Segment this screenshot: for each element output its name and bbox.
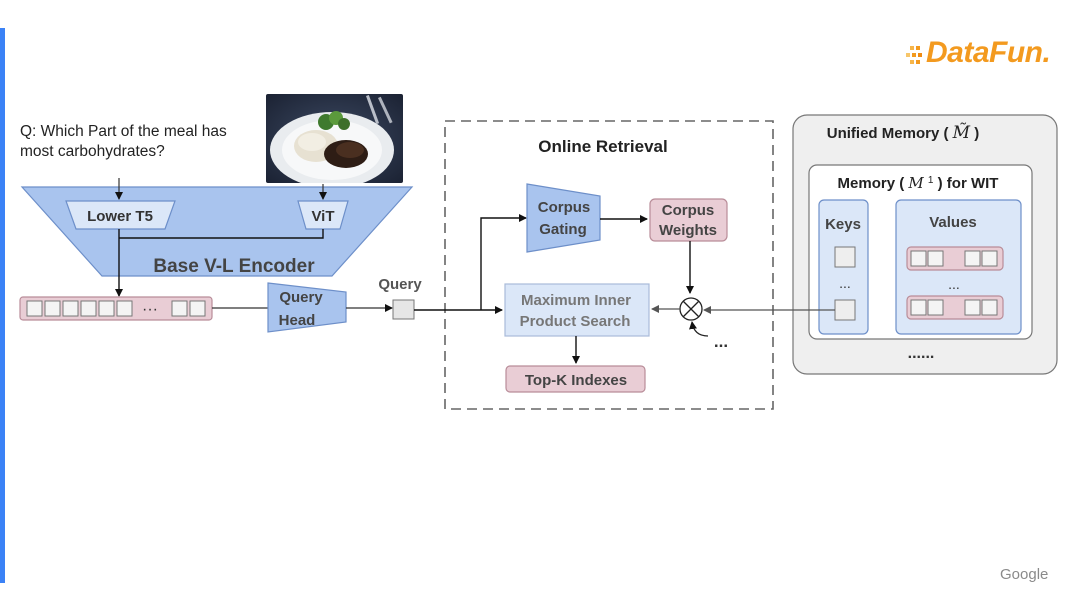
value-entry xyxy=(906,295,1004,320)
mips-block xyxy=(504,283,650,337)
query-label: Query xyxy=(378,276,422,293)
memory-wit-sup: 1 xyxy=(928,175,934,186)
corpus-weights-line-1: Corpus xyxy=(662,202,715,219)
topk-label: Top-K Indexes xyxy=(525,372,627,389)
online-retrieval-box xyxy=(444,120,774,410)
memory-wit-title: Memory ( M 1 ) for WIT xyxy=(838,174,999,192)
values-label: Values xyxy=(929,214,977,231)
unified-memory-title: Unified Memory ( M̃ ) xyxy=(827,123,979,143)
encoder-title: Base V-L Encoder xyxy=(153,256,315,277)
value-entry xyxy=(906,246,1004,271)
token-cell xyxy=(171,300,188,317)
corpus-weights-line-2: Weights xyxy=(659,222,717,239)
keys-label: Keys xyxy=(825,216,861,233)
datafun-logo: DataFun. xyxy=(926,36,1051,69)
token-cell xyxy=(116,300,133,317)
online-retrieval-title: Online Retrieval xyxy=(538,137,667,156)
query-head-line-2: Head xyxy=(279,312,316,329)
key-cell xyxy=(834,246,856,268)
lower-t5-block xyxy=(65,200,176,230)
more-memories-ellipsis: ...... xyxy=(908,345,935,362)
slide-accent-bar xyxy=(0,28,5,583)
vit-label: ViT xyxy=(311,208,334,225)
token-cell xyxy=(26,300,43,317)
question-text: Q: Which Part of the meal has most carbo… xyxy=(20,122,270,162)
token-cell xyxy=(98,300,115,317)
corpus-gating-block xyxy=(526,183,601,253)
key-cell xyxy=(834,299,856,321)
query-to-gating-arrow xyxy=(480,214,527,310)
keys-ellipsis: ... xyxy=(839,275,851,291)
token-cell xyxy=(62,300,79,317)
extra-corpora-ellipsis: ... xyxy=(714,332,728,351)
vit-to-tokens-line xyxy=(119,229,324,239)
topk-block xyxy=(505,365,646,393)
mips-line-2: Product Search xyxy=(520,313,631,330)
token-ellipsis: ··· xyxy=(142,301,158,318)
unified-memory-suffix: ) xyxy=(974,125,979,142)
query-vector xyxy=(392,299,415,320)
token-cell xyxy=(80,300,97,317)
mips-line-1: Maximum Inner xyxy=(521,292,631,309)
token-cell xyxy=(189,300,206,317)
lower-t5-label: Lower T5 xyxy=(87,208,153,225)
corpus-gating-line-2: Gating xyxy=(539,221,587,238)
multiply-icon xyxy=(679,297,703,321)
query-head-line-1: Query xyxy=(279,289,323,306)
memory-wit-suffix: ) for WIT xyxy=(938,175,999,192)
token-cell xyxy=(44,300,61,317)
values-ellipsis: ... xyxy=(948,276,960,292)
google-footer: Google xyxy=(1000,566,1049,583)
question-line-1: Q: Which Part of the meal has xyxy=(20,123,227,140)
token-cells xyxy=(26,300,206,317)
extra-corpora-arrow xyxy=(689,321,709,337)
meal-photo xyxy=(266,94,403,183)
memory-wit-symbol: M xyxy=(907,174,924,192)
corpus-weights-block xyxy=(649,198,728,242)
unified-memory-prefix: Unified Memory ( xyxy=(827,125,949,142)
vit-block xyxy=(297,200,349,230)
corpus-gating-line-1: Corpus xyxy=(538,199,591,216)
query-head-block xyxy=(267,282,347,333)
unified-memory-symbol: M̃ xyxy=(952,123,971,143)
memory-wit-prefix: Memory ( xyxy=(838,175,905,192)
question-line-2: most carbohydrates? xyxy=(20,143,165,160)
logo-dots-icon xyxy=(906,46,922,64)
